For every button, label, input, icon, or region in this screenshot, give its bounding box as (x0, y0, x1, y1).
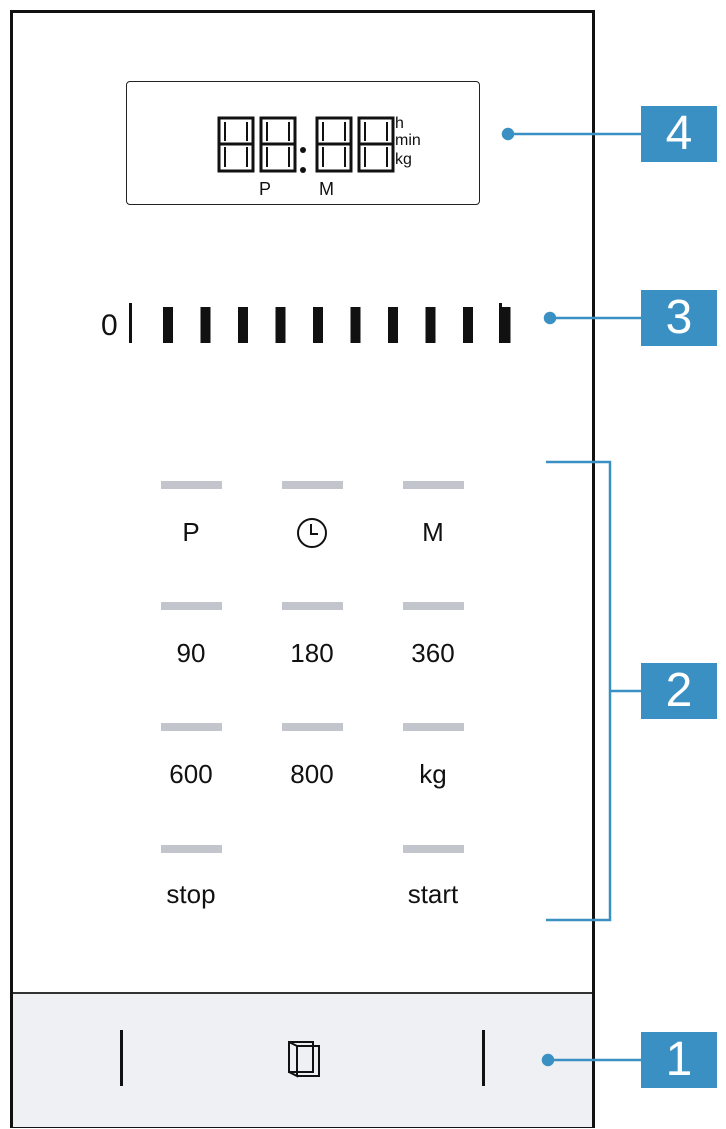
key-bar[interactable] (282, 602, 343, 610)
callout-4: 4 (641, 106, 717, 162)
strip-divider-left (120, 1030, 123, 1086)
key-label-stop[interactable]: stop (166, 879, 216, 909)
key-bar[interactable] (403, 602, 464, 610)
scale-segment-8[interactable] (425, 307, 436, 343)
scale-segment-9[interactable] (463, 307, 473, 343)
segment-digit-1 (217, 116, 255, 173)
key-bar[interactable] (403, 845, 464, 853)
strip-divider-right (482, 1030, 485, 1086)
segment-inner-1 (224, 122, 248, 167)
callout-1: 1 (641, 1032, 717, 1088)
scale-segment-1[interactable] (163, 307, 173, 343)
segment-inner-3 (322, 122, 346, 167)
key-bar[interactable] (161, 602, 222, 610)
display-label-m: M (319, 179, 334, 199)
key-label-kg[interactable]: kg (419, 759, 447, 789)
key-label-90[interactable]: 90 (176, 638, 206, 668)
unit-minutes: min (395, 132, 421, 149)
segment-digit-2 (259, 116, 297, 173)
bracket-2 (546, 460, 612, 922)
colon-dot-top (300, 147, 306, 153)
key-label-360[interactable]: 360 (411, 638, 455, 668)
segment-inner-2 (266, 122, 290, 167)
key-bar[interactable] (161, 481, 222, 489)
power-scale[interactable] (113, 295, 513, 355)
segment-inner-4 (364, 122, 388, 167)
unit-kilograms: kg (395, 151, 412, 168)
key-bar[interactable] (403, 481, 464, 489)
segment-digit-4 (357, 116, 395, 173)
callout-2: 2 (641, 663, 717, 719)
scale-segment-5[interactable] (313, 307, 323, 343)
door-icon[interactable] (285, 1038, 321, 1078)
key-label-600[interactable]: 600 (169, 759, 213, 789)
key-label-180[interactable]: 180 (290, 638, 334, 668)
scale-segment-7[interactable] (388, 307, 398, 343)
scale-segment-3[interactable] (238, 307, 248, 343)
key-bar[interactable] (161, 723, 222, 731)
scale-segment-4[interactable] (275, 307, 286, 343)
scale-segment-10[interactable] (500, 307, 511, 343)
segment-digit-3 (315, 116, 353, 173)
key-bar[interactable] (161, 845, 222, 853)
scale-zero-label: 0 (101, 309, 118, 342)
key-bar[interactable] (282, 723, 343, 731)
unit-hours: h (395, 115, 404, 132)
scale-segment-2[interactable] (200, 307, 211, 343)
display-label-p: P (259, 179, 272, 199)
control-panel: h min kg P M 0 P M 90 180 360 600 800 kg stop sta… (10, 10, 595, 1128)
key-bar[interactable] (403, 723, 464, 731)
seven-segment-digits (217, 116, 395, 173)
key-label-800[interactable]: 800 (290, 759, 334, 789)
key-label-P[interactable]: P (182, 517, 200, 547)
key-bar[interactable] (282, 481, 343, 489)
key-label-M[interactable]: M (422, 517, 444, 547)
clock-icon[interactable] (295, 516, 329, 550)
callout-3: 3 (641, 290, 717, 346)
key-label-start[interactable]: start (407, 879, 459, 909)
scale-start-line (129, 303, 132, 343)
colon-dot-bottom (300, 167, 306, 173)
bottom-strip (13, 992, 592, 1127)
scale-segment-6[interactable] (350, 307, 361, 343)
scale-end-line (499, 303, 502, 343)
lcd-display: h min kg P M (126, 81, 480, 205)
